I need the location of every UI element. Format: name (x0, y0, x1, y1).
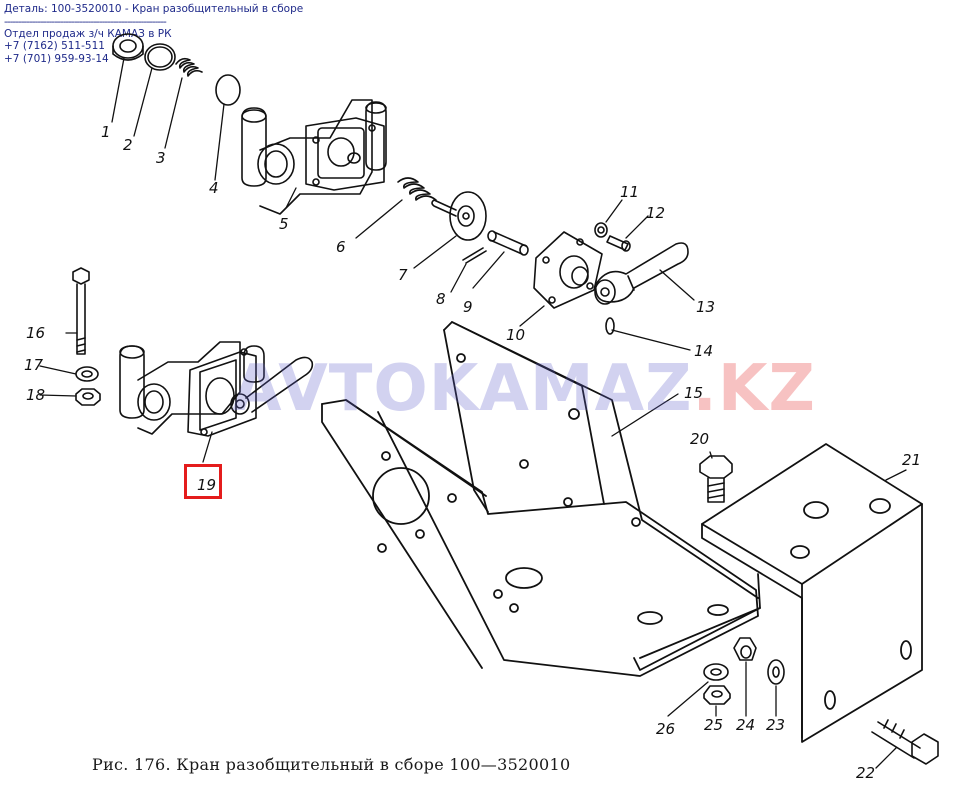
part-10-spring (397, 177, 437, 201)
callout-8: 4 (209, 179, 219, 197)
callout-21: 21 (902, 451, 921, 469)
watermark-suffix: .KZ (692, 352, 816, 426)
callout-labels: 1 2 3 4 5 6 7 8 9 10 11 12 13 14 15 16 1… (24, 123, 921, 782)
callout-20: 20 (690, 430, 709, 448)
callout-5: 1 (101, 123, 111, 141)
part-15-washer (594, 222, 608, 238)
part-13-axle (487, 230, 529, 256)
callout-2: 18 (26, 386, 45, 404)
part-8-disc (215, 74, 241, 106)
part-23-lock-washer (767, 659, 785, 685)
part-26-washer (703, 663, 729, 681)
callout-19: 15 (684, 384, 703, 402)
part-22-bolt (871, 719, 939, 765)
callout-23: 23 (766, 716, 785, 734)
callout-25: 25 (704, 716, 723, 734)
callout-17: 13 (696, 298, 715, 316)
part-21-block (701, 443, 923, 743)
part-7-spring (175, 57, 203, 77)
callout-12: 8 (436, 290, 446, 308)
part-4-bolt (72, 267, 90, 355)
part-14-cover (533, 231, 603, 309)
callout-3: 17 (24, 356, 44, 374)
callout-9: 5 (279, 215, 289, 233)
header-info: Деталь: 100-3520010 - Кран разобщительны… (4, 3, 303, 65)
callout-14: 10 (506, 326, 525, 344)
part-1-valve-assembly (119, 341, 314, 437)
callout-1: 19 (197, 476, 216, 494)
phone-2: +7 (701) 959-93-14 (4, 52, 109, 65)
sales-department: Отдел продаж з/ч КАМАЗ в РК (4, 27, 172, 40)
callout-6: 2 (123, 136, 133, 154)
part-19-bracket (321, 321, 761, 677)
callout-7: 3 (156, 149, 166, 167)
part-2-nut (75, 388, 101, 406)
callout-26: 26 (656, 720, 675, 738)
part-6-ring (144, 43, 176, 71)
part-12-pin (462, 247, 487, 264)
callout-16: 12 (646, 204, 665, 222)
figure-caption: Рис. 176. Кран разобщительный в сборе 10… (92, 755, 571, 774)
part-9-valve-body (241, 99, 387, 215)
watermark: AVTOKAMAZ.KZ (232, 352, 816, 426)
header-separator: ----------------------------------------… (4, 15, 167, 28)
part-17-handle (594, 242, 689, 305)
callout-13: 9 (463, 298, 473, 316)
leader-lines (39, 57, 907, 769)
callout-24: 24 (736, 716, 755, 734)
detail-title: Деталь: 100-3520010 - Кран разобщительны… (4, 3, 304, 15)
part-3-washer (75, 366, 99, 382)
phone-1: +7 (7162) 511-511 (4, 40, 105, 52)
part-16-screw (606, 235, 631, 252)
callout-10: 6 (336, 238, 346, 256)
part-20-bolt (699, 455, 733, 503)
part-25-nut (703, 685, 731, 705)
part-24-nut (733, 637, 757, 661)
part-11-valve-stem (431, 191, 487, 241)
highlighted-part-frame (184, 464, 222, 499)
callout-22: 22 (856, 764, 875, 782)
callout-11: 7 (398, 266, 408, 284)
part-5-nut (112, 33, 144, 61)
watermark-main: AVTOKAMAZ (232, 352, 693, 426)
callout-15: 11 (620, 183, 639, 201)
part-18-ring (605, 317, 615, 335)
callout-18: 14 (694, 342, 713, 360)
callout-4: 16 (26, 324, 45, 342)
